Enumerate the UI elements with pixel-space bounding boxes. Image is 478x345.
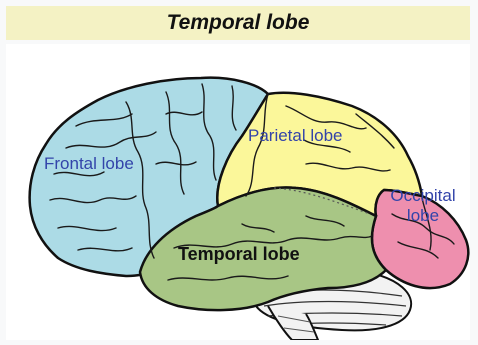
brain-diagram: Frontal lobe Parietal lobe Occipital lob… (6, 44, 470, 340)
occipital-label-line1: Occipital (380, 186, 466, 206)
frontal-lobe-label: Frontal lobe (44, 154, 134, 174)
occipital-label-line2: lobe (380, 206, 466, 226)
title-bar: Temporal lobe (6, 6, 470, 40)
temporal-lobe-label: Temporal lobe (178, 244, 300, 265)
occipital-lobe-label: Occipital lobe (380, 186, 466, 225)
parietal-lobe-label: Parietal lobe (248, 126, 343, 146)
page-title: Temporal lobe (167, 11, 310, 35)
